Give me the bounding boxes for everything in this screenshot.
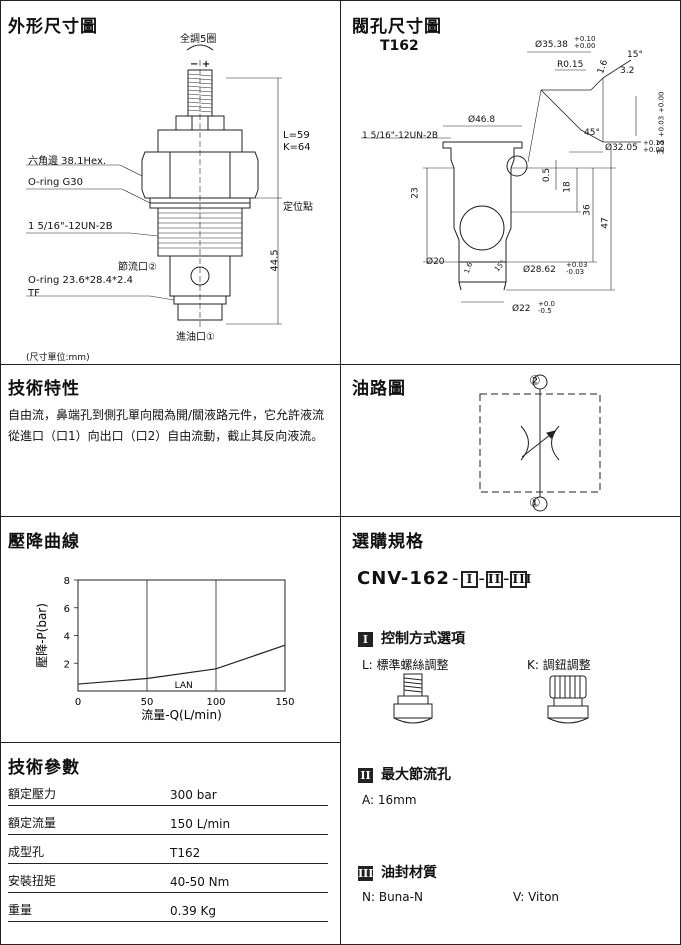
outline-drawing	[26, 44, 282, 330]
roman-1-badge: I	[358, 631, 373, 647]
port1-label: 進油口①	[176, 332, 215, 343]
param-value: 0.39 Kg	[170, 904, 217, 918]
ordering-title: 選購規格	[352, 532, 424, 552]
series-annotation: LAN	[175, 681, 193, 691]
option-a: A: 16mm	[362, 793, 417, 807]
x-tick-label: 150	[275, 697, 294, 708]
features-title: 技術特性	[8, 379, 80, 399]
dim-l: L=59	[283, 130, 310, 141]
v47: 47	[600, 217, 611, 229]
column-divider	[340, 0, 341, 945]
param-key: 額定壓力	[8, 787, 57, 801]
v32: 3.2	[620, 66, 635, 76]
adjust-direction: − +	[190, 59, 211, 70]
option-n: N: Buna-N	[362, 890, 423, 904]
option-l: L: 標準螺絲調整	[362, 658, 449, 672]
cavity-thread: 1 5/16"-12UN-2B	[362, 131, 439, 141]
param-key: 成型孔	[8, 845, 45, 859]
y-tick-label: 6	[64, 604, 70, 615]
v18: 18	[562, 181, 573, 193]
cavity-code: T162	[380, 38, 419, 54]
d3205-tol: +0.10+0.00	[643, 139, 665, 154]
param-key: 安裝扭矩	[8, 874, 57, 888]
cavity-title: 閥孔尺寸圖	[352, 17, 442, 37]
series-line	[77, 644, 286, 685]
d22: Ø22	[512, 304, 531, 314]
chart-frame	[77, 579, 286, 692]
tf-label: TF	[28, 288, 40, 299]
circuit-diagram	[479, 374, 601, 512]
param-key: 重量	[8, 903, 33, 917]
option-v: V: Viton	[513, 890, 560, 904]
params-row: 安裝扭矩 40-50 Nm	[8, 871, 328, 893]
circuit-title: 油路圖	[352, 379, 406, 399]
screw-adjust-icon	[393, 673, 433, 724]
param-key: 額定流量	[8, 816, 57, 830]
port2-label: 節流口②	[118, 262, 157, 273]
y-tick-label: 8	[64, 576, 70, 587]
roman-2-badge: II	[358, 767, 373, 783]
param-value: T162	[170, 846, 201, 860]
circuit-port-bottom: ①	[529, 496, 541, 511]
v05: 0.5	[542, 167, 553, 183]
dim-k: K=64	[283, 142, 311, 153]
r015: R0.15	[557, 60, 584, 70]
dim-445: 44.5	[269, 249, 281, 272]
y-axis-label: 壓降-P(bar)	[35, 603, 49, 668]
param-value: 300 bar	[170, 788, 217, 802]
params-row: 額定壓力 300 bar	[8, 784, 328, 806]
v36: 36	[582, 204, 593, 216]
circuit-port-top: ②	[529, 374, 541, 389]
outline-title: 外形尺寸圖	[8, 17, 98, 37]
d2862: Ø28.62	[523, 265, 556, 275]
curve-title: 壓降曲線	[8, 532, 80, 552]
params-row: 重量 0.39 Kg	[8, 900, 328, 922]
knob-adjust-icon	[547, 675, 589, 724]
x-tick-label: 50	[141, 697, 154, 708]
d2862-tol: +0.03-0.03	[566, 261, 588, 276]
y-tick-label: 2	[64, 659, 70, 670]
option-k: K: 調鈕調整	[527, 658, 591, 672]
x-axis-label: 流量-Q(L/min)	[141, 708, 222, 722]
y-tick-label: 4	[64, 632, 70, 643]
seat-label: 定位點	[283, 202, 313, 213]
oring-tf-label: O-ring 23.6*28.4*2.4	[28, 275, 133, 286]
params-title: 技術參數	[8, 758, 80, 778]
row-divider-3	[0, 742, 341, 743]
d3538-tol: +0.10+0.00	[574, 35, 596, 50]
row-divider-1	[0, 364, 681, 365]
hex-label: 六角邊 38.1Hex.	[28, 156, 107, 167]
d3205: Ø32.05	[605, 143, 638, 153]
param-value: 150 L/min	[170, 817, 231, 831]
oring-g30-label: O-ring G30	[28, 177, 83, 188]
model-code: CNV-162-I-II-III	[357, 568, 533, 589]
v23: 23	[410, 187, 421, 199]
d3538: Ø35.38	[535, 40, 568, 50]
adjust-note: 全調5圈	[180, 34, 217, 45]
params-row: 成型孔 T162	[8, 842, 328, 864]
row-divider-2	[0, 516, 681, 517]
features-text: 自由流，鼻端孔到側孔單向閥為開/關液路元件，它允許液流從進口（口1）向出口（口2…	[8, 408, 325, 443]
params-row: 額定流量 150 L/min	[8, 813, 328, 835]
param-value: 40-50 Nm	[170, 875, 230, 889]
a45: 45°	[584, 128, 600, 138]
x-tick-label: 100	[206, 697, 225, 708]
roman-3-badge: III	[358, 865, 374, 881]
d468: Ø46.8	[468, 115, 496, 125]
a15: 15°	[627, 50, 643, 60]
unit-note: (尺寸單位:mm)	[26, 353, 90, 363]
cavity-drawing	[361, 51, 641, 303]
outline-thread-label: 1 5/16"-12UN-2B	[28, 221, 113, 232]
d20: Ø20	[426, 257, 445, 267]
x-tick-label: 0	[75, 697, 81, 708]
d22-tol: +0.0-0.5	[538, 300, 555, 315]
